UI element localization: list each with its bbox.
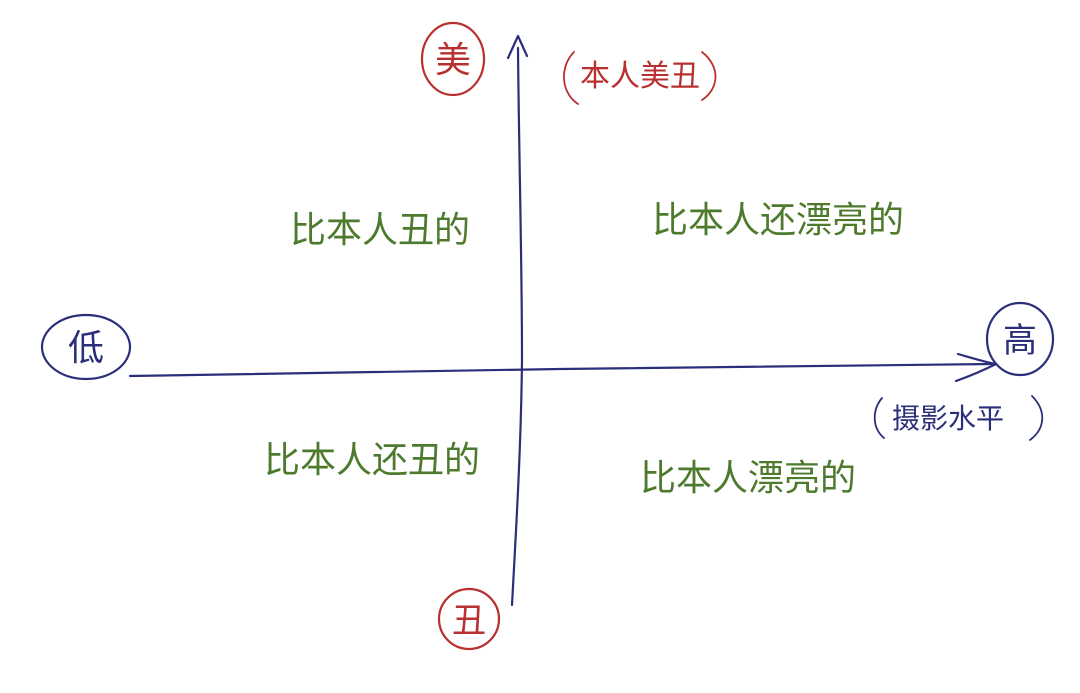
- axis-bottom-label: 丑: [437, 587, 501, 651]
- quadrant-top-right: 比本人还漂亮的: [652, 200, 904, 241]
- note-paren-right: [1029, 395, 1044, 441]
- axis-right-text: 高: [1003, 321, 1037, 361]
- circle-left: [40, 313, 132, 381]
- vertical-axis-note-text: 本人美丑: [580, 59, 700, 94]
- horizontal-axis-arrowhead: [954, 352, 998, 383]
- note-paren-left: [563, 51, 579, 105]
- axis-right-label: 高: [985, 301, 1055, 377]
- axis-top-label: 美: [420, 21, 486, 97]
- vertical-axis: [510, 46, 524, 607]
- axis-top-text: 美: [435, 40, 471, 81]
- circle-top: [420, 21, 486, 97]
- horizontal-axis-note-text: 摄影水平: [892, 402, 1004, 435]
- axis-left-label: 低: [40, 313, 132, 381]
- quadrant-bottom-right: 比本人漂亮的: [640, 458, 856, 499]
- circle-bottom: [437, 587, 501, 651]
- horizontal-axis-note: 摄影水平: [873, 395, 1044, 441]
- note-paren-left: [873, 397, 885, 439]
- vertical-axis-arrowhead: [506, 34, 529, 60]
- quadrant-top-left: 比本人丑的: [290, 210, 470, 251]
- quadrant-bottom-left: 比本人还丑的: [264, 440, 480, 481]
- axis-left-text: 低: [68, 328, 104, 369]
- circle-right: [985, 301, 1055, 377]
- vertical-axis-note: 本人美丑: [563, 51, 717, 105]
- note-paren-right: [701, 51, 717, 101]
- axis-bottom-text: 丑: [452, 601, 486, 641]
- horizontal-axis: [128, 362, 994, 378]
